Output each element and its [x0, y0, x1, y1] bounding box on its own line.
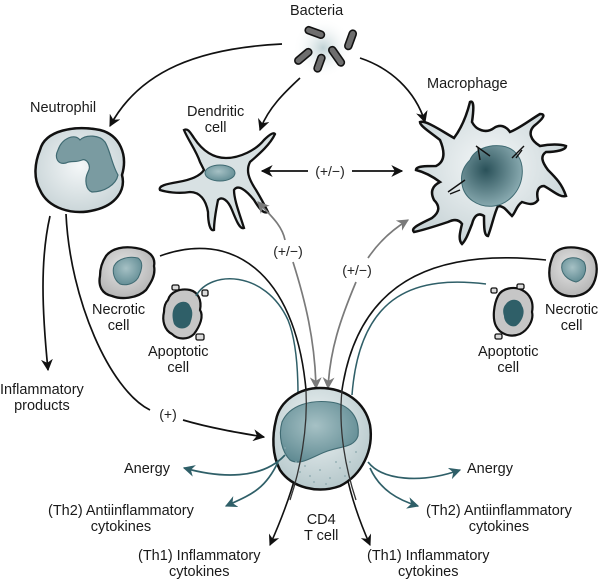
apoptotic-body	[494, 333, 503, 340]
label-th2-right: (Th2) Antiinflammatory cytokines	[426, 503, 572, 535]
sign-tcell-dc: (+/−)	[273, 243, 303, 259]
neutrophil-nucleus	[55, 135, 119, 193]
arrow-necrotic-right-through-tcell	[339, 257, 547, 547]
bacterium	[313, 53, 326, 73]
label-apoptotic-left: Apoptotic cell	[148, 344, 209, 376]
label-anergy-right: Anergy	[467, 461, 513, 477]
apoptotic-body	[490, 287, 498, 294]
sign-tcell-macrophage: (+/−)	[342, 262, 372, 278]
label-macrophage: Macrophage	[427, 76, 508, 92]
arrow-tcell-mac-top	[367, 219, 410, 259]
arrow-bacteria-to-macrophage	[359, 57, 428, 124]
arrow-tcell-to-th2-left	[224, 461, 279, 507]
necrotic-nucleus	[561, 257, 587, 283]
label-necrotic-right: Necrotic cell	[545, 302, 599, 334]
bacteria-cluster	[293, 18, 358, 78]
bacterium	[304, 25, 326, 39]
arrow-neutrophil-to-tcell-a	[65, 213, 151, 411]
arrow-tcell-dc-bottom	[292, 261, 322, 390]
apoptotic-cell-left	[162, 284, 209, 341]
dendritic-nucleus	[204, 164, 236, 182]
line-apoptotic-left-to-tcell	[195, 278, 299, 396]
sign-neutrophil-tcell: (+)	[159, 406, 177, 422]
bacterium	[344, 29, 358, 51]
bacterium	[327, 45, 346, 67]
arrow-tcell-to-th2-right	[369, 467, 420, 509]
bacterium	[294, 47, 313, 65]
label-dendritic-cell: Dendritic cell	[187, 104, 245, 136]
cd4-tcell	[272, 386, 372, 501]
label-th1-left: (Th1) Inflammatory cytokines	[138, 548, 261, 580]
label-th1-right: (Th1) Inflammatory cytokines	[367, 548, 490, 580]
tcell-nucleus	[279, 400, 359, 463]
arrow-neutrophil-to-products	[41, 215, 53, 372]
label-th2-left: (Th2) Antiinflammatory cytokines	[48, 503, 194, 535]
label-apoptotic-right: Apoptotic cell	[478, 344, 539, 376]
apoptotic-nucleus	[503, 299, 524, 327]
apoptotic-body	[201, 289, 209, 297]
arrow-tcell-to-anergy-left	[182, 454, 286, 477]
label-cd4-tcell: CD4 T cell	[304, 512, 339, 544]
apoptotic-body	[195, 333, 205, 341]
sign-dc-macrophage: (+/−)	[315, 163, 345, 179]
label-anergy-left: Anergy	[124, 461, 170, 477]
arrow-neutrophil-to-tcell-b	[182, 419, 266, 442]
arrow-tcell-to-anergy-right	[367, 461, 462, 480]
arrow-tcell-dc-top	[257, 201, 286, 241]
arrow-necrotic-left-through-tcell	[159, 247, 307, 547]
apoptotic-nucleus	[172, 301, 193, 329]
apoptotic-cell-right	[490, 283, 534, 340]
necrotic-cell-left	[98, 246, 156, 300]
line-apoptotic-right-to-tcell	[351, 281, 487, 396]
arrow-tcell-mac-bottom	[322, 281, 357, 390]
label-necrotic-left: Necrotic cell	[92, 302, 146, 334]
necrotic-nucleus	[112, 256, 143, 286]
dendritic-cell	[158, 128, 277, 232]
label-neutrophil: Neutrophil	[30, 100, 97, 116]
neutrophil-cell	[34, 126, 126, 214]
bacteria-glow	[293, 18, 353, 78]
necrotic-cell-right	[548, 246, 598, 298]
label-inflammatory-products: Inflammatory products	[0, 382, 84, 414]
arrow-bacteria-to-dendritic	[258, 77, 301, 132]
apoptotic-body	[171, 284, 180, 291]
macrophage-cell	[411, 100, 568, 246]
arrow-bacteria-to-neutrophil	[109, 43, 283, 128]
apoptotic-body	[516, 283, 525, 290]
tcell-granules	[284, 447, 357, 485]
label-bacteria: Bacteria	[290, 3, 344, 19]
